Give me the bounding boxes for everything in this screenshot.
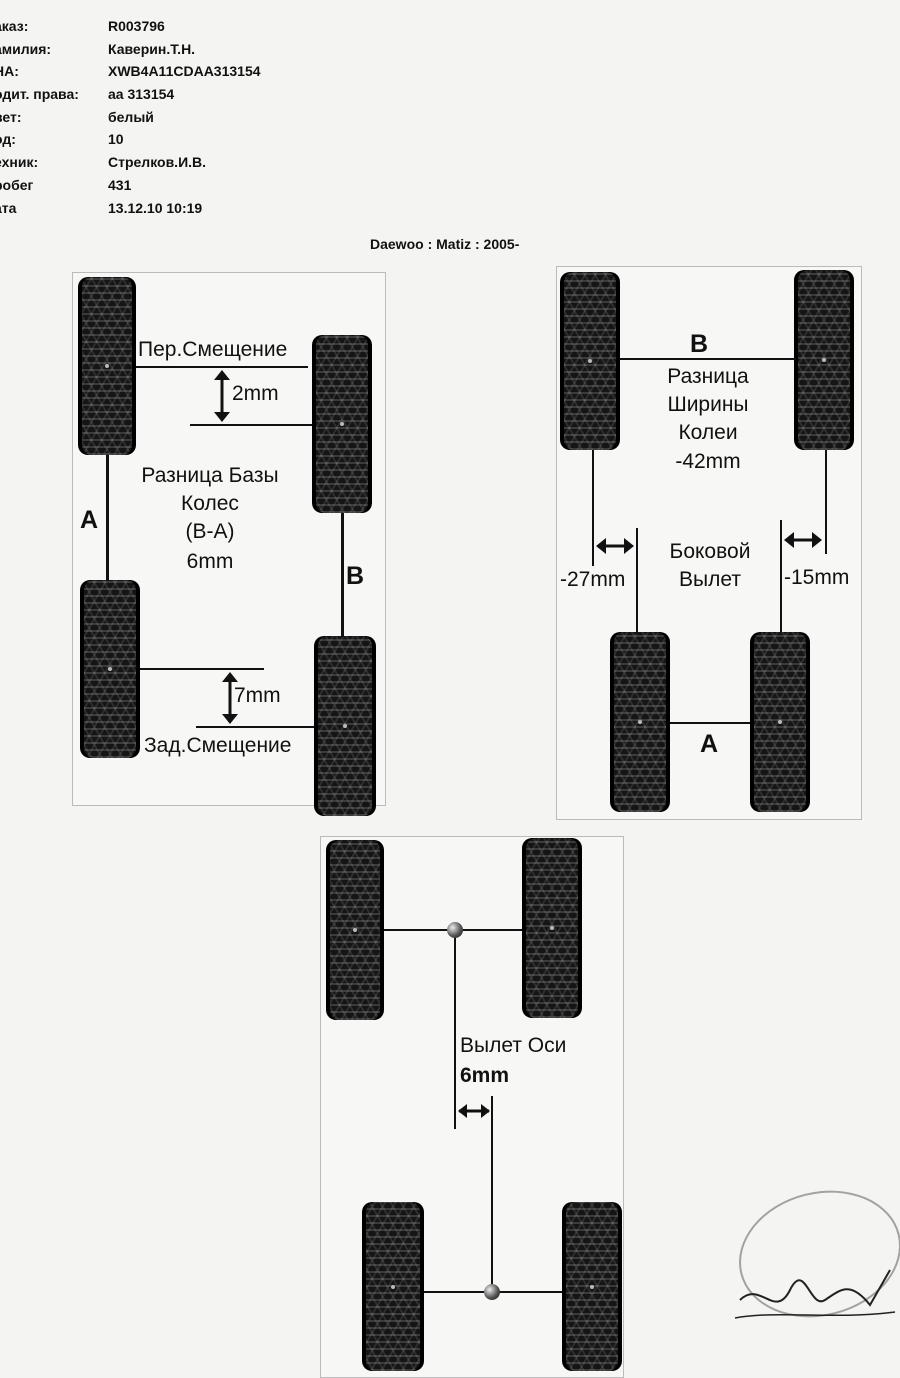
track-bottom-left-tire bbox=[610, 632, 670, 812]
front-axle-center-ball bbox=[447, 922, 463, 938]
axle-rear-left-tire bbox=[362, 1202, 424, 1371]
rear-offset-arrow-icon bbox=[222, 672, 238, 724]
info-label: амилия: bbox=[0, 40, 52, 57]
track-diff-line1: Разница bbox=[667, 365, 749, 388]
info-label: ата bbox=[0, 199, 17, 216]
info-value: 13.12.10 10:19 bbox=[108, 199, 203, 216]
left-lateral-value: -27mm bbox=[560, 568, 626, 591]
info-value: 431 bbox=[108, 176, 132, 193]
info-row-date: ата 13.12.10 10:19 bbox=[0, 196, 420, 219]
rear-offset-line-top bbox=[140, 668, 264, 670]
info-value: белый bbox=[108, 108, 154, 125]
right-lateral-arrow-icon bbox=[784, 532, 822, 548]
right-lateral-value: -15mm bbox=[784, 566, 850, 589]
rear-offset-label: Зад.Смещение bbox=[144, 734, 292, 757]
bottom-left-ref-line bbox=[636, 528, 638, 634]
front-offset-label: Пер.Смещение bbox=[138, 338, 288, 361]
front-center-line bbox=[454, 935, 456, 1129]
track-diff-line2: Ширины bbox=[667, 393, 749, 416]
front-right-tire bbox=[312, 335, 372, 513]
front-offset-arrow-icon bbox=[214, 370, 230, 422]
left-axle-line bbox=[106, 455, 109, 581]
right-axle-label: B bbox=[346, 562, 365, 590]
signature-icon bbox=[734, 1269, 896, 1319]
front-offset-line-top bbox=[136, 366, 308, 368]
axle-rear-right-tire bbox=[562, 1202, 622, 1371]
track-bottom-right-tire bbox=[750, 632, 810, 812]
info-label: вет: bbox=[0, 108, 22, 125]
info-label: НА: bbox=[0, 63, 19, 80]
info-label: од: bbox=[0, 131, 16, 148]
info-value: 10 bbox=[108, 131, 124, 148]
info-row-vin: НА: XWB4A11CDAA313154 bbox=[0, 59, 420, 82]
front-offset-value: 2mm bbox=[232, 382, 279, 405]
top-right-ref-line bbox=[825, 450, 827, 554]
lateral-line2: Вылет bbox=[679, 568, 741, 591]
track-top-right-tire bbox=[794, 270, 854, 450]
rear-center-line bbox=[491, 1096, 493, 1288]
front-offset-line-bottom bbox=[190, 424, 312, 426]
bottom-right-ref-line bbox=[780, 520, 782, 632]
info-row-surname: амилия: Каверин.Т.Н. bbox=[0, 37, 420, 60]
top-track-line bbox=[620, 358, 796, 360]
info-value: Стрелков.И.В. bbox=[108, 154, 207, 171]
track-top-left-tire bbox=[560, 272, 620, 450]
info-row-license: одит. права: аа 313154 bbox=[0, 82, 420, 105]
info-value: аа 313154 bbox=[108, 86, 175, 103]
track-top-label: B bbox=[690, 330, 709, 358]
axle-offset-value: 6mm bbox=[460, 1064, 510, 1087]
wheelbase-diff-line3: (В-А) bbox=[185, 520, 235, 543]
order-info: аказ: R003796 амилия: Каверин.Т.Н. НА: XWB4… bbox=[0, 14, 420, 218]
top-left-ref-line bbox=[592, 450, 594, 566]
info-label: ехник: bbox=[0, 154, 39, 171]
track-diff-value: -42mm bbox=[675, 450, 741, 473]
info-row-color: вет: белый bbox=[0, 105, 420, 128]
left-axle-label: A bbox=[80, 506, 99, 534]
rear-offset-value: 7mm bbox=[234, 684, 281, 707]
vehicle-model: Daewoo : Matiz : 2005- bbox=[370, 236, 520, 252]
info-row-technician: ехник: Стрелков.И.В. bbox=[0, 150, 420, 173]
info-label: аказ: bbox=[0, 18, 29, 34]
lateral-line1: Боковой bbox=[669, 540, 751, 563]
info-value: R003796 bbox=[108, 18, 165, 34]
front-left-tire bbox=[78, 277, 136, 455]
wheelbase-diff-line2: Колес bbox=[181, 492, 239, 515]
wheelbase-diff-line1: Разница Базы bbox=[141, 464, 279, 487]
axle-front-right-tire bbox=[522, 838, 582, 1018]
info-value: Каверин.Т.Н. bbox=[108, 40, 196, 57]
info-row-year: од: 10 bbox=[0, 127, 420, 150]
rear-right-tire bbox=[314, 636, 376, 816]
axle-front-left-tire bbox=[326, 840, 384, 1020]
info-label: робег bbox=[0, 176, 34, 193]
track-diff-line3: Колеи bbox=[678, 421, 738, 444]
info-label: одит. права: bbox=[0, 86, 79, 103]
rear-left-tire bbox=[80, 580, 140, 758]
rear-axle-center-ball bbox=[484, 1284, 500, 1300]
track-bottom-label: A bbox=[700, 730, 719, 758]
rear-offset-line-bottom bbox=[196, 726, 314, 728]
axle-offset-label: Вылет Оси bbox=[460, 1034, 567, 1057]
bottom-track-line bbox=[670, 722, 750, 724]
axle-offset-arrow-icon bbox=[458, 1104, 490, 1118]
info-value: XWB4A11CDAA313154 bbox=[108, 63, 261, 80]
info-row-order: аказ: R003796 bbox=[0, 14, 420, 37]
left-lateral-arrow-icon bbox=[596, 538, 634, 554]
right-axle-line bbox=[341, 513, 344, 637]
wheelbase-diff-value: 6mm bbox=[186, 550, 234, 573]
info-row-mileage: робег 431 bbox=[0, 173, 420, 196]
